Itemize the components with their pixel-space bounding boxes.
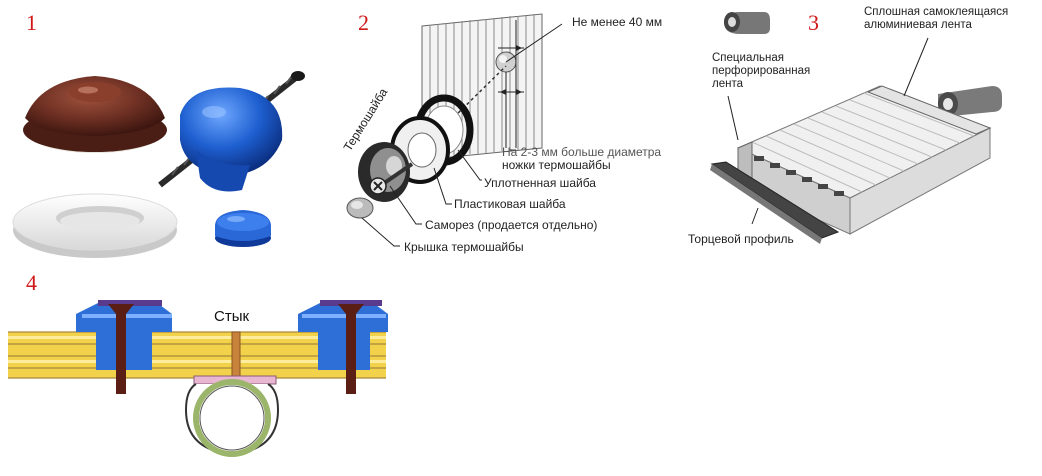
panel-number-4: 4 xyxy=(26,270,37,295)
min-distance-label: Не менее 40 мм xyxy=(572,15,663,29)
white-sealing-ring xyxy=(12,193,178,258)
perforated-tape-label: Специальная перфорированная лента xyxy=(712,52,811,90)
callout-screw: Саморез (продается отдельно) xyxy=(425,218,598,232)
hole-note-line-1: На 2-3 мм больше диаметра xyxy=(502,145,662,159)
polycarbonate-panel xyxy=(736,85,992,235)
washer-cap xyxy=(346,197,374,219)
panel-2: 2 xyxy=(330,0,690,270)
aluminum-tape-label: Сплошная самоклеящаяся алюминиевая лента xyxy=(864,6,1009,31)
panel-number-3: 3 xyxy=(808,10,819,35)
callout-plastic-washer: Пластиковая шайба xyxy=(454,197,566,211)
panel-number-2: 2 xyxy=(358,10,369,35)
joint-label: Стык xyxy=(214,308,250,325)
aluminum-tape-roll-icon xyxy=(938,86,1002,116)
right-washer-section xyxy=(298,300,388,394)
sheet-edge-sealing-diagram xyxy=(710,12,1002,244)
blue-cap xyxy=(215,210,271,247)
panel-4: 4 xyxy=(0,270,400,476)
callout-cap: Крышка термошайбы xyxy=(404,240,524,254)
brown-thermo-washer xyxy=(23,76,167,153)
joint-rod xyxy=(231,331,241,377)
left-washer-section xyxy=(76,300,172,394)
joint-cross-section xyxy=(8,300,388,457)
panel-3: 3 xyxy=(688,0,1042,270)
hole-note-line-2: ножки термошайбы xyxy=(502,158,611,172)
panel-1: 1 xyxy=(0,0,330,270)
blue-thermo-washer-with-screw xyxy=(158,71,305,192)
panel-number-1: 1 xyxy=(26,10,37,35)
end-profile-label: Торцевой профиль xyxy=(688,232,794,246)
thermo-washer-photo xyxy=(12,71,305,258)
thermo-washer-exploded-diagram: Термошайба xyxy=(341,13,563,247)
end-profile xyxy=(710,161,840,244)
joint-profile-and-pipe xyxy=(184,375,280,457)
perforated-tape-roll-icon xyxy=(724,12,770,34)
callout-sealing-washer: Уплотненная шайба xyxy=(484,176,596,190)
self-tapping-screw xyxy=(369,162,414,195)
